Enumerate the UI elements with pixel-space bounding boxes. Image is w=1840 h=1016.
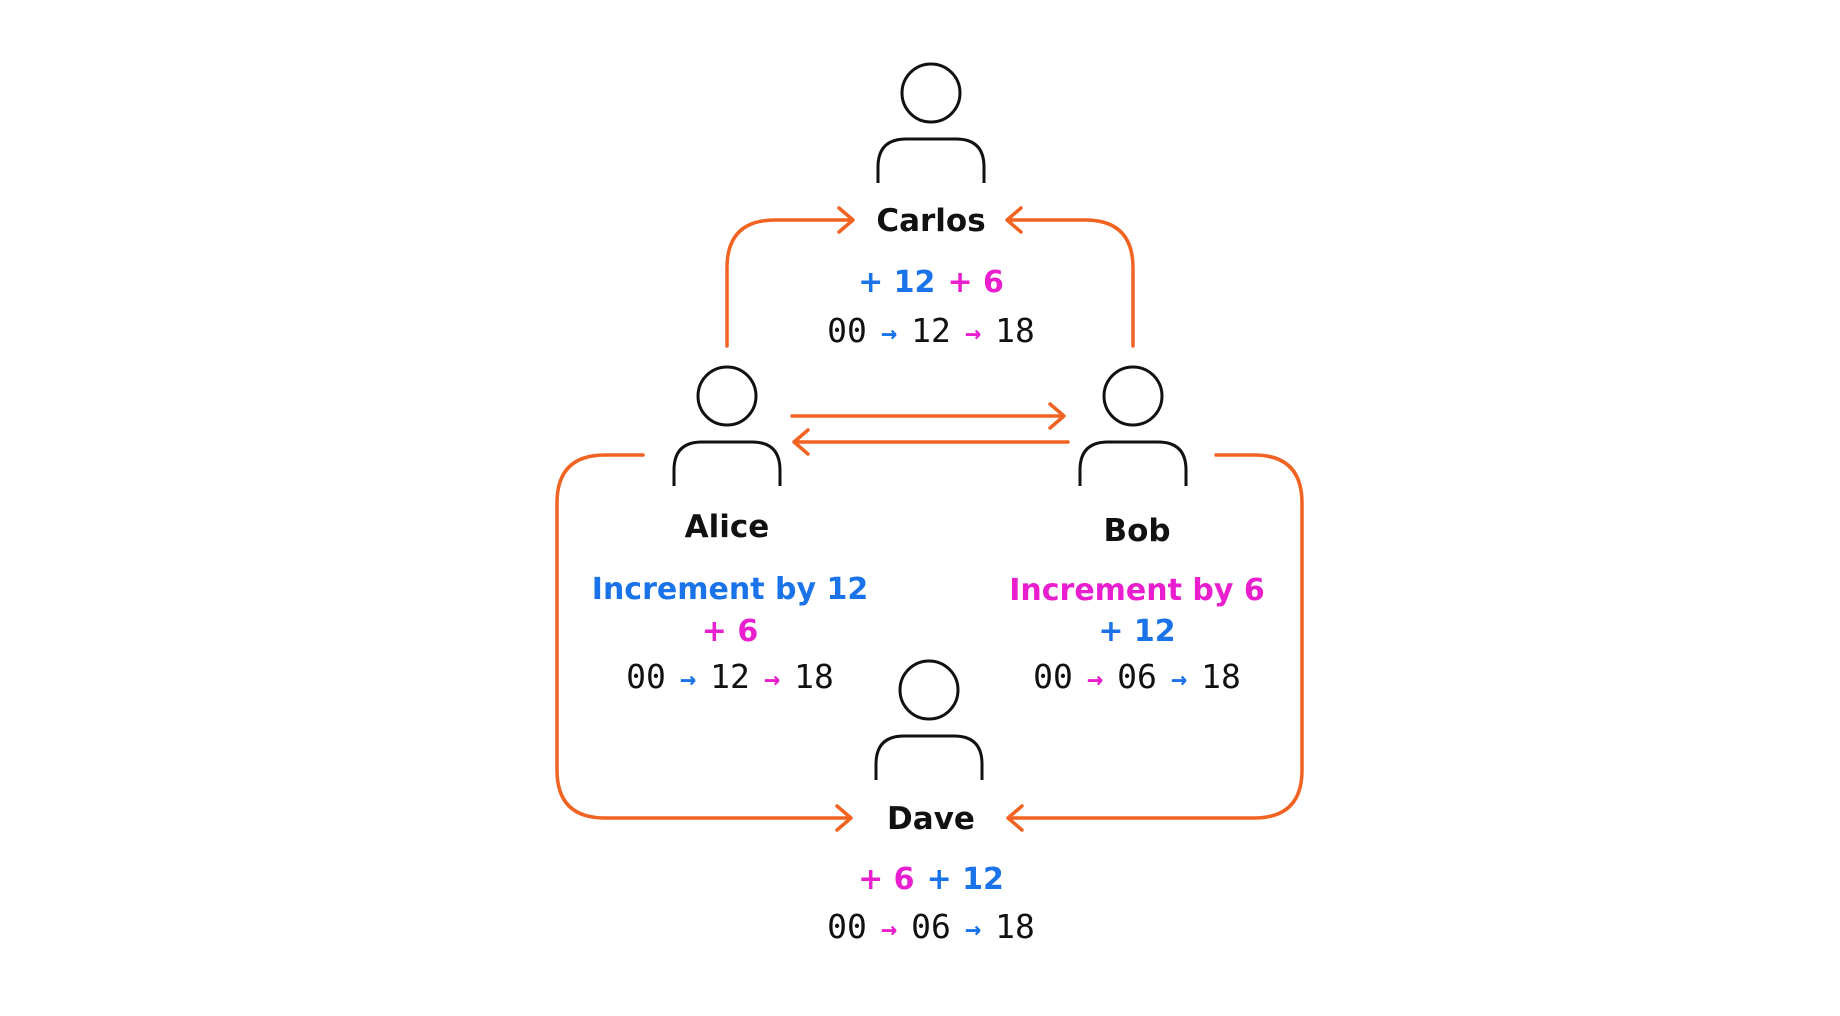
carlos-op-second: + 6 xyxy=(947,265,1004,300)
dave-seq-0: 00 xyxy=(827,907,867,946)
connector-alice-to-dave xyxy=(555,453,851,820)
bob-headline: Increment by 6 xyxy=(1009,573,1265,608)
arrow-right-icon: → xyxy=(880,914,898,945)
alice-op: + 6 xyxy=(701,614,759,649)
node-name-alice: Alice xyxy=(684,509,770,545)
bob-op: + 12 xyxy=(1098,614,1176,649)
arrow-right-icon: → xyxy=(964,318,982,349)
node-name-carlos: Carlos xyxy=(876,203,986,239)
arrow-right-icon: → xyxy=(880,318,898,349)
carlos-seq-2: 18 xyxy=(995,311,1035,350)
alice-sequence: 00 → 12 → 18 xyxy=(626,660,834,693)
arrowhead-bob-to-alice xyxy=(792,428,810,456)
arrow-right-icon: → xyxy=(964,914,982,945)
alice-headline: Increment by 12 xyxy=(591,572,869,607)
arrow-right-icon: → xyxy=(763,664,781,695)
person-icon-carlos xyxy=(876,62,986,185)
person-icon-bob xyxy=(1078,365,1188,488)
alice-seq-0: 00 xyxy=(626,657,666,696)
carlos-seq-0: 00 xyxy=(827,311,867,350)
carlos-ops: + 12 + 6 xyxy=(858,268,1004,298)
person-icon-dave xyxy=(874,659,984,782)
dave-ops: + 6 + 12 xyxy=(858,865,1004,895)
arrowhead-bob-to-dave xyxy=(1006,804,1024,832)
alice-seq-2: 18 xyxy=(794,657,834,696)
carlos-op-first: + 12 xyxy=(858,265,936,300)
arrowhead-alice-to-carlos xyxy=(837,206,855,234)
arrow-right-icon: → xyxy=(1086,664,1104,695)
connector-alice-to-carlos xyxy=(725,218,853,348)
carlos-sequence: 00 → 12 → 18 xyxy=(827,314,1035,347)
bob-sequence: 00 → 06 → 18 xyxy=(1033,660,1241,693)
dave-seq-2: 18 xyxy=(995,907,1035,946)
arrowhead-bob-to-carlos xyxy=(1005,206,1023,234)
alice-seq-1: 12 xyxy=(710,657,750,696)
person-icon-alice xyxy=(672,365,782,488)
dave-seq-1: 06 xyxy=(911,907,951,946)
connector-bob-to-dave xyxy=(1008,453,1304,820)
dave-op-second: + 12 xyxy=(926,862,1004,897)
bob-seq-0: 00 xyxy=(1033,657,1073,696)
node-name-dave: Dave xyxy=(887,801,975,837)
arrow-right-icon: → xyxy=(1170,664,1188,695)
bob-seq-1: 06 xyxy=(1117,657,1157,696)
connector-bob-to-carlos xyxy=(1007,218,1135,348)
arrowhead-alice-to-bob xyxy=(1048,402,1066,430)
arrow-right-icon: → xyxy=(679,664,697,695)
node-name-bob: Bob xyxy=(1103,513,1171,549)
dave-op-first: + 6 xyxy=(858,862,915,897)
arrowhead-alice-to-dave xyxy=(835,804,853,832)
carlos-seq-1: 12 xyxy=(911,311,951,350)
dave-sequence: 00 → 06 → 18 xyxy=(827,910,1035,943)
bob-seq-2: 18 xyxy=(1201,657,1241,696)
